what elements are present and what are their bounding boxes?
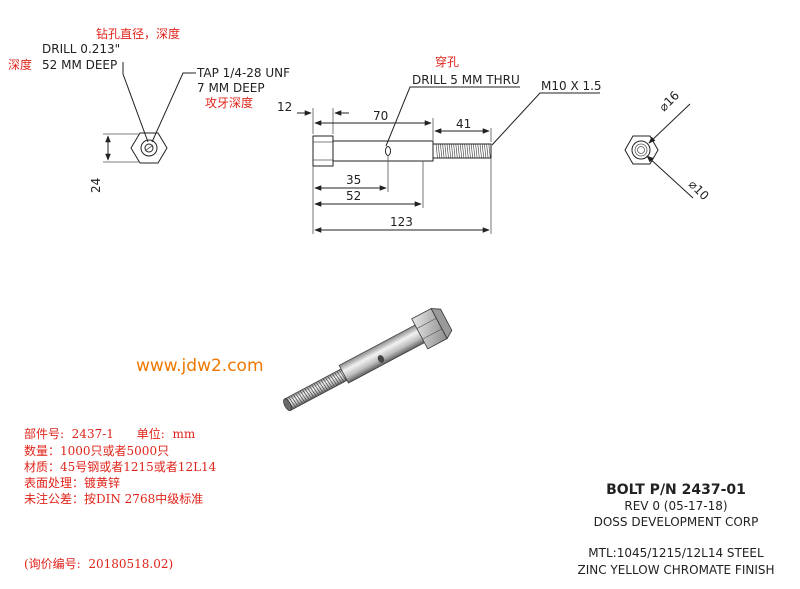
dim-dia16: ⌀16	[656, 88, 682, 114]
left-end-view: 24	[89, 62, 196, 193]
side-view: 12 70 41 穿孔 DRILL 5 MM THRU M10 X 1.5 35…	[277, 54, 602, 234]
title-block-rev: REV 0 (05-17-18)	[624, 499, 727, 513]
dim-12: 12	[277, 100, 292, 114]
right-end-view: ⌀16 ⌀10	[624, 88, 712, 203]
title-block: BOLT P/N 2437-01 REV 0 (05-17-18) DOSS D…	[577, 482, 774, 577]
title-block-finish: ZINC YELLOW CHROMATE FINISH	[577, 563, 774, 577]
drill-cn-label: 钻孔直径，深度	[96, 26, 180, 41]
dim-123: 123	[390, 215, 413, 229]
spec-inquiry: (询价编号: 20180518.02)	[24, 556, 173, 571]
title-block-company: DOSS DEVELOPMENT CORP	[594, 515, 759, 529]
spec-tolerance: 未注公差：按DIN 2768中级标准	[24, 491, 203, 506]
drill-spec-label: DRILL 0.213"	[42, 42, 120, 56]
spec-surface: 表面处理：镀黄锌	[24, 476, 120, 490]
dim-70: 70	[373, 109, 388, 123]
title-block-material: MTL:1045/1215/12L14 STEEL	[588, 546, 764, 560]
thread-spec-label: M10 X 1.5	[541, 79, 602, 93]
spec-quantity: 数量：1000只或者5000只	[24, 443, 169, 458]
dim-52: 52	[346, 189, 361, 203]
bolt-3d-render	[283, 307, 453, 411]
dim-dia10: ⌀10	[686, 177, 712, 203]
drill-depth-label: 52 MM DEEP	[42, 58, 117, 72]
title-block-title: BOLT P/N 2437-01	[606, 482, 746, 498]
spec-part-no: 部件号: 2437-1 单位: mm	[24, 426, 196, 441]
thru-spec-label: DRILL 5 MM THRU	[412, 73, 520, 87]
tap-depth-label: 7 MM DEEP	[197, 81, 265, 95]
spec-notes: 部件号: 2437-1 单位: mm 数量：1000只或者5000只 材质：45…	[24, 426, 217, 571]
dim-35: 35	[346, 173, 361, 187]
tap-cn-label: 攻牙深度	[205, 95, 253, 110]
depth-cn-label: 深度	[8, 57, 32, 72]
dim-24: 24	[89, 178, 103, 193]
thru-cn-label: 穿孔	[435, 54, 459, 69]
dim-41: 41	[456, 117, 471, 131]
spec-material: 材质：45号钢或者1215或者12L14	[24, 460, 217, 474]
website-watermark: www.jdw2.com	[136, 356, 264, 376]
tap-spec-label: TAP 1/4-28 UNF	[196, 66, 290, 80]
